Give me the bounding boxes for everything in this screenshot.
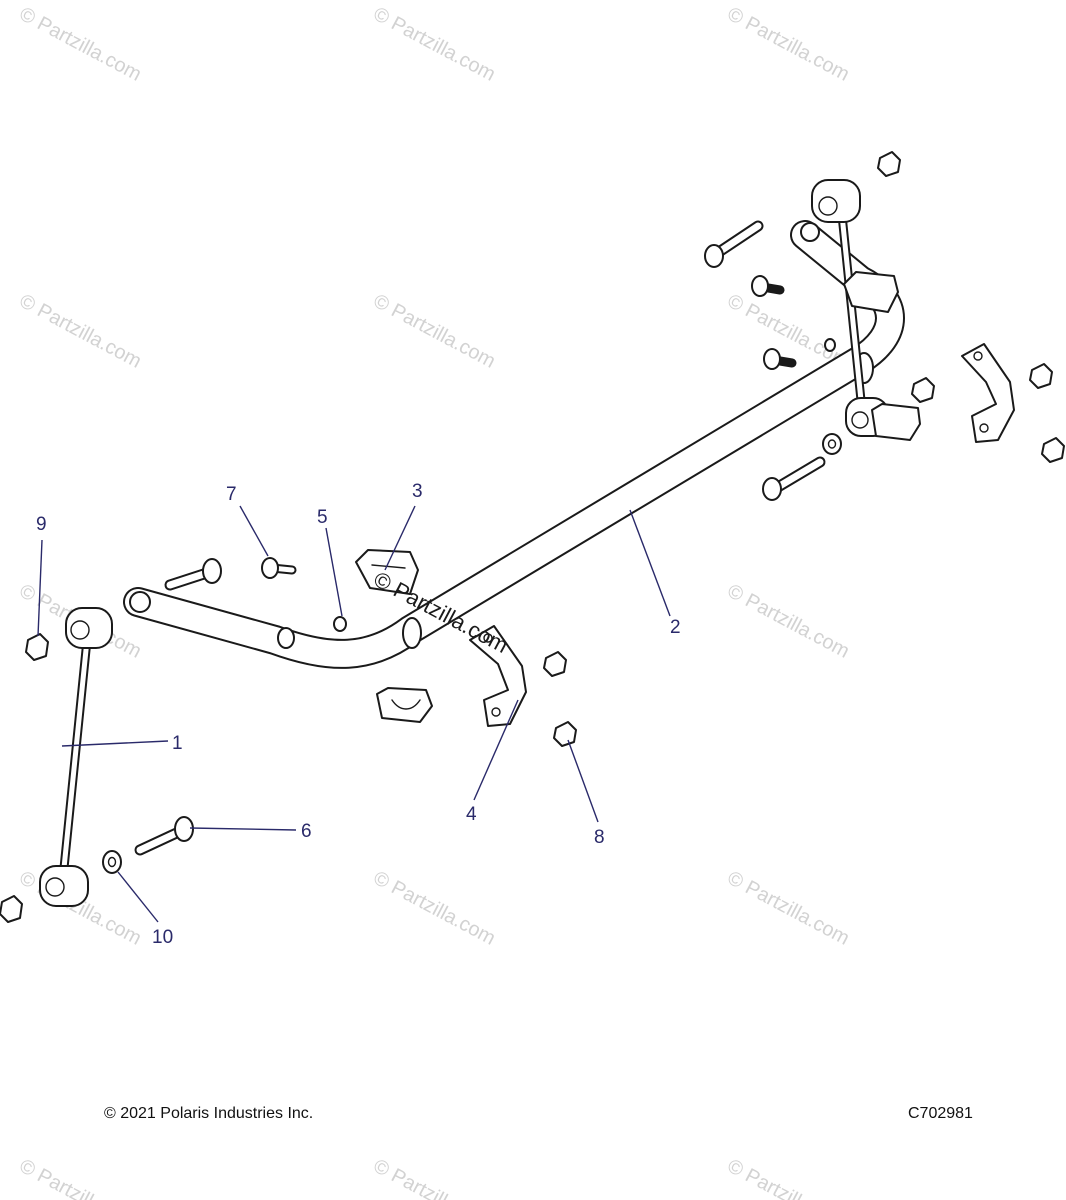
callout-8: 8 [594, 827, 605, 848]
nut-top-right [877, 151, 901, 177]
watermark: © Partzilla.com [16, 290, 145, 373]
watermark: © Partzilla.com [724, 867, 853, 950]
drawing-id: C702981 [908, 1105, 973, 1122]
watermark: © Partzilla.com [370, 1155, 499, 1200]
callout-7: 7 [226, 484, 237, 505]
watermark: © Partzilla.com [724, 580, 853, 663]
bolt-center-left [277, 627, 295, 649]
callout-4: 4 [466, 804, 477, 825]
copyright-text: © 2021 Polaris Industries Inc. [104, 1105, 314, 1122]
callout-5: 5 [317, 507, 328, 528]
watermark: © Partzilla.com [16, 3, 145, 86]
bolt-flange-upper-left [164, 558, 222, 591]
nut-right-2 [1029, 363, 1053, 389]
bolt-flange-6 [134, 816, 194, 856]
bolt-7 [261, 557, 297, 579]
nut-lower-left [0, 895, 23, 923]
bushing-right [843, 271, 921, 441]
bushing-upper-left [355, 549, 419, 595]
callout-2: 2 [670, 617, 681, 638]
callout-3: 3 [412, 481, 423, 502]
stabilizer-link-left [39, 607, 113, 907]
nut-8 [553, 721, 577, 747]
leader-lines [37, 505, 671, 923]
watermark: © Partzilla.com [370, 3, 499, 86]
plug-5 [333, 616, 347, 632]
nut-right-1 [911, 377, 935, 403]
bushing-clamp-right [961, 343, 1015, 443]
bolt-right-1 [751, 275, 785, 297]
bolt-flange-lower-right [762, 456, 826, 501]
callout-10: 10 [152, 927, 173, 948]
washer-right [822, 433, 842, 455]
watermark: © Partzilla.com [370, 867, 499, 950]
bushing-lower-left [376, 687, 433, 723]
callouts: 1 2 3 4 5 6 7 8 9 10 [36, 481, 681, 948]
nut-right-3 [1041, 437, 1065, 463]
bushing-clamp-left [469, 625, 527, 727]
watermark: © Partzilla.com [370, 290, 499, 373]
plug-right [824, 338, 836, 352]
bolt-flange-upper-right [704, 220, 764, 268]
bolt-right-2 [763, 348, 797, 370]
nut-9 [25, 633, 49, 661]
callout-9: 9 [36, 514, 47, 535]
callout-1: 1 [172, 733, 183, 754]
watermark: © Partzilla.com [16, 1155, 145, 1200]
watermark: © Partzilla.com [724, 1155, 853, 1200]
callout-6: 6 [301, 821, 312, 842]
washer-10 [102, 850, 122, 874]
watermark: © Partzilla.com [724, 3, 853, 86]
nut-center [543, 651, 567, 677]
stabilizer-link-right [811, 179, 889, 437]
